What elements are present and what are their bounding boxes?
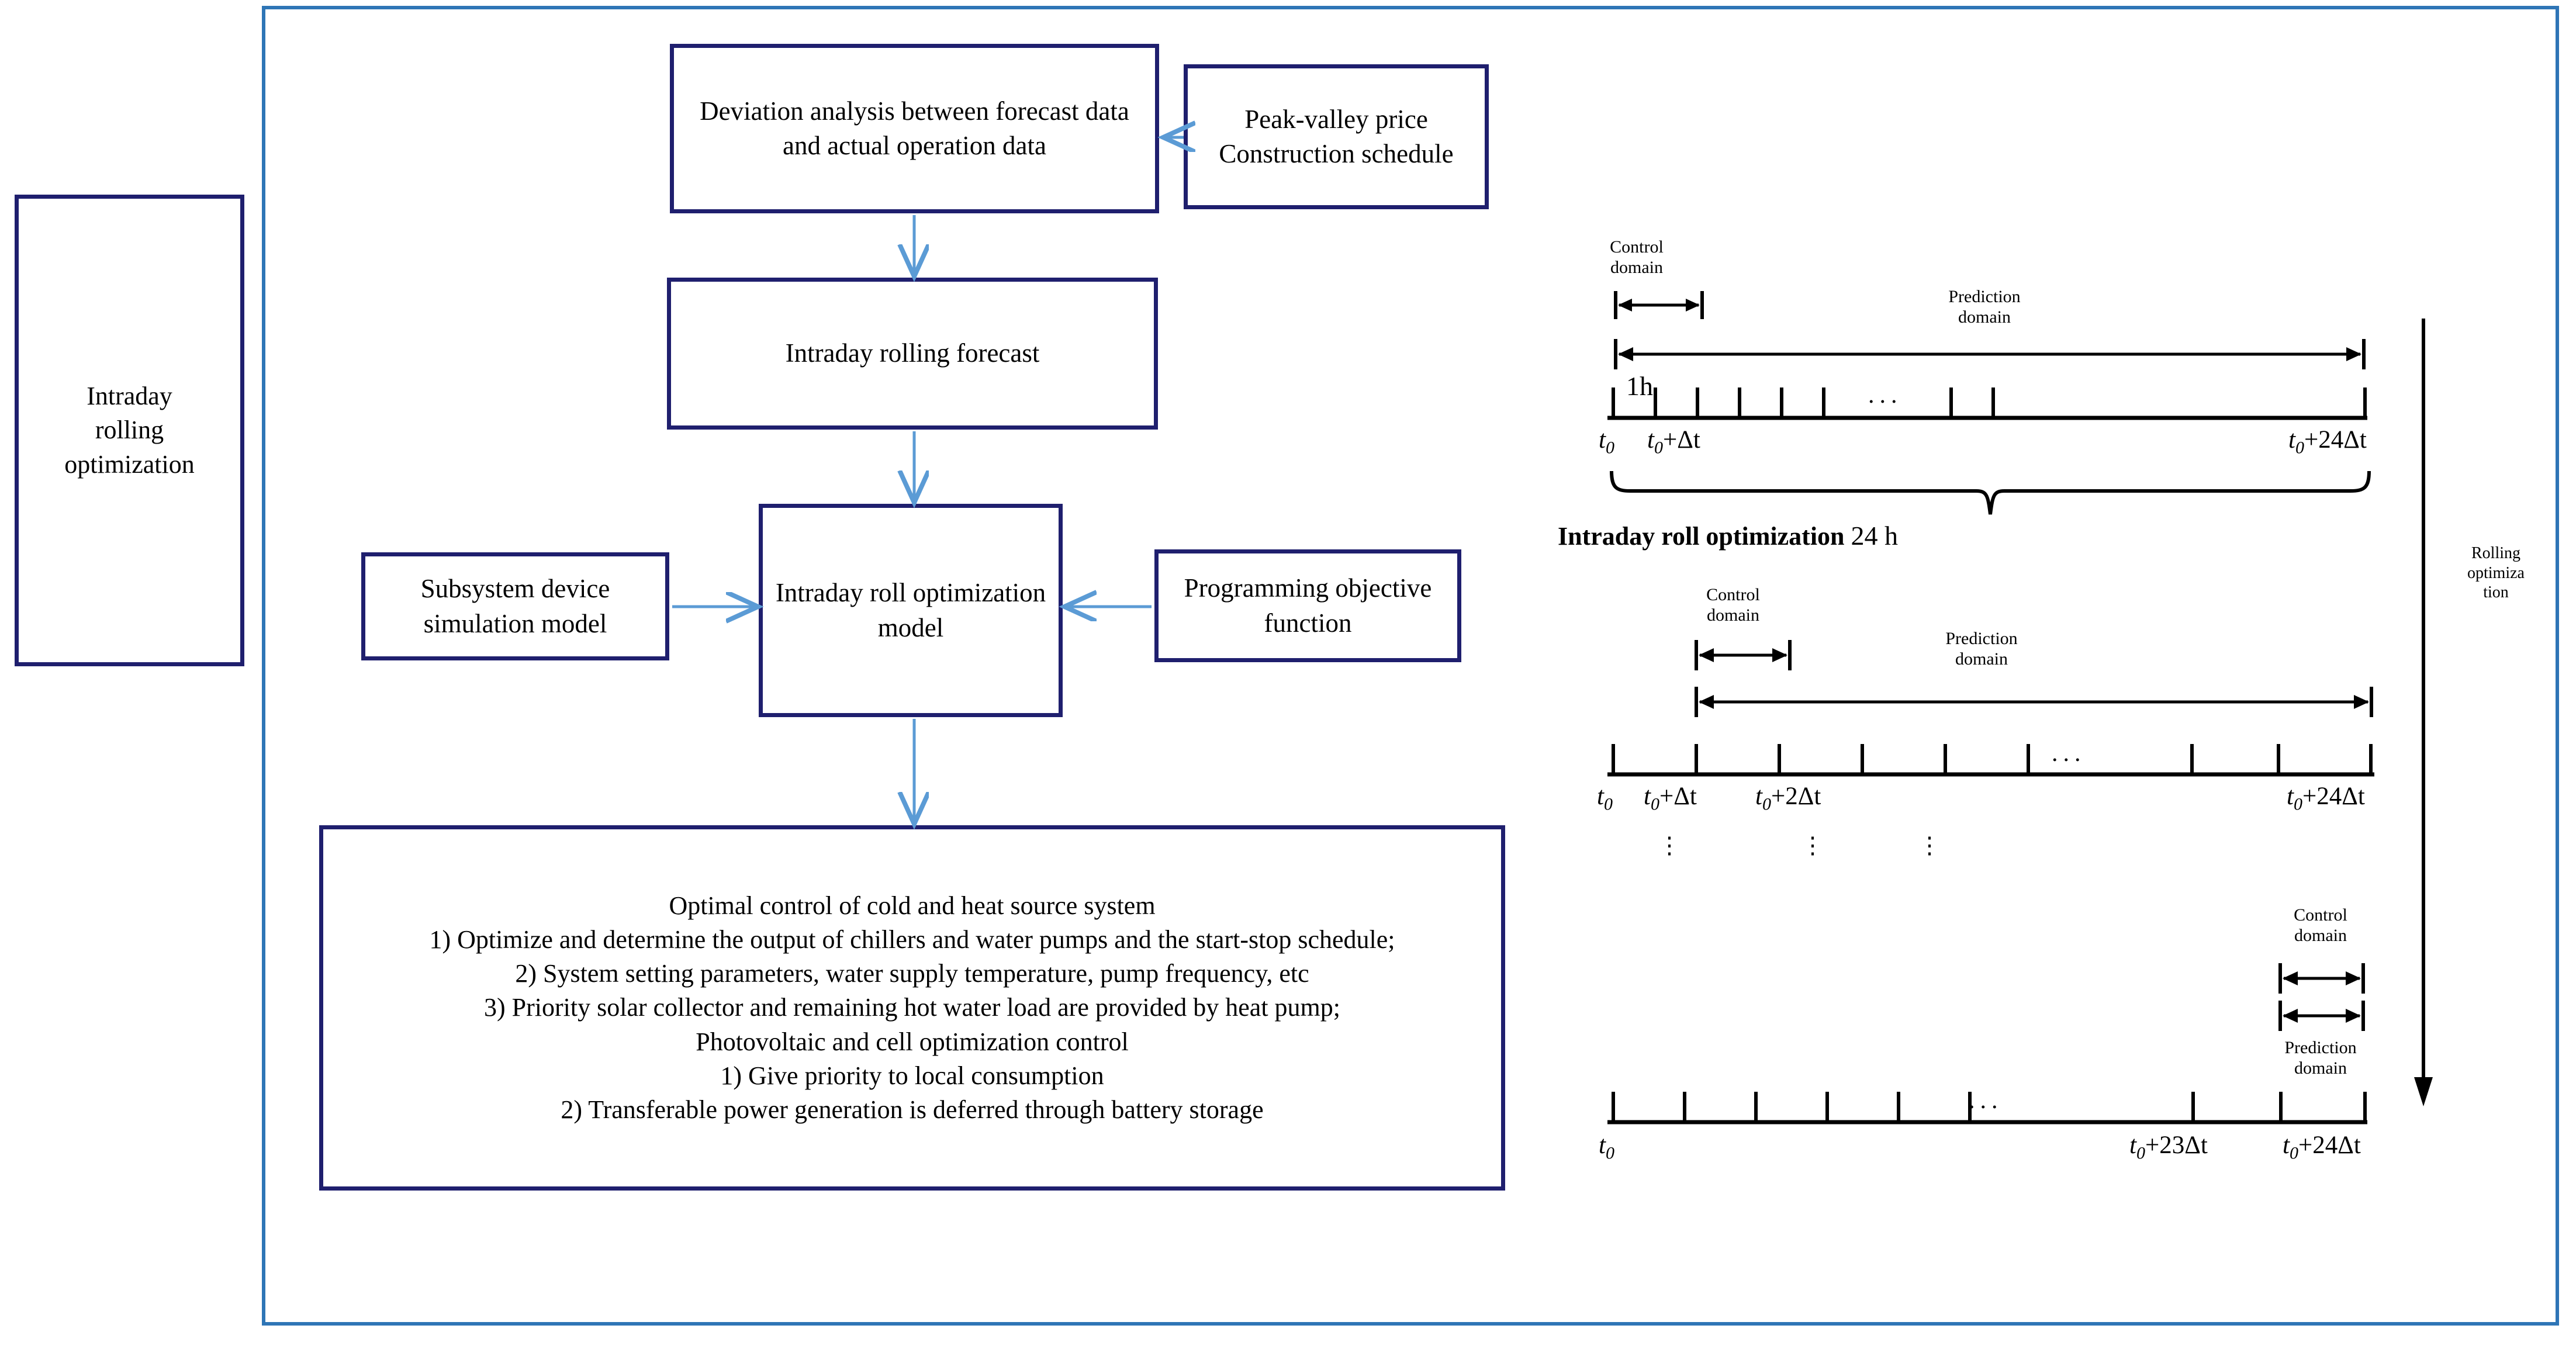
row1-step-label: 1h (1626, 371, 1653, 401)
row2-prediction-domain-bracket (1695, 687, 2373, 717)
row3-prediction-domain-label: Prediction domain (2284, 1038, 2357, 1078)
optimal-control-line: Optimal control of cold and heat source … (669, 891, 1156, 921)
row1-control-domain-label: Control domain (1610, 237, 1664, 278)
vertical-ellipsis-right: ⋮ (1918, 832, 1941, 859)
optimal-control-line: 2) System setting parameters, water supp… (515, 959, 1309, 988)
optimal-control-line: 1) Give priority to local consumption (720, 1061, 1104, 1090)
outer-diagram-frame (262, 6, 2559, 1326)
box-intraday-roll-optimization-model: Intraday roll optimization model (759, 504, 1063, 717)
box-optimal-control-summary: Optimal control of cold and heat source … (319, 825, 1505, 1191)
row2-ellipsis: ... (2052, 740, 2086, 767)
box-peak-valley-label: Peak-valley price Construction schedule (1219, 104, 1454, 168)
row1-span-brace (1610, 470, 2371, 515)
row3-label-t0-plus-24dt: t0+24Δt (2283, 1132, 2361, 1163)
row2-prediction-domain-label: Prediction domain (1945, 629, 2018, 669)
box-peak-valley-price: Peak-valley price Construction schedule (1184, 64, 1489, 209)
vertical-ellipsis-middle: ⋮ (1801, 832, 1824, 859)
row2-label-t0-plus-dt: t0+Δt (1644, 783, 1697, 814)
box-programming-label: Programming objective function (1184, 573, 1432, 638)
row1-prediction-domain-bracket (1614, 339, 2366, 369)
row1-control-domain-bracket (1614, 291, 1704, 319)
row2-label-t0-plus-2dt: t0+2Δt (1755, 783, 1821, 814)
box-intraday-rolling-forecast: Intraday rolling forecast (667, 278, 1158, 430)
row1-label-t0-plus-dt: t0+Δt (1647, 426, 1700, 458)
row1-label-t0-plus-24dt: t0+24Δt (2288, 426, 2367, 458)
box-roll-model-label: Intraday roll optimization model (775, 578, 1046, 642)
row3-ellipsis: ... (1969, 1087, 2003, 1114)
row2-label-t0: t0 (1597, 783, 1613, 814)
row1-prediction-domain-label: Prediction domain (1948, 287, 2021, 327)
row3-control-domain-bracket (2278, 963, 2365, 994)
optimal-control-line: 3) Priority solar collector and remainin… (484, 993, 1340, 1022)
row3-prediction-domain-bracket (2278, 1001, 2365, 1031)
row1-label-t0: t0 (1599, 426, 1614, 458)
optimal-control-lines: Optimal control of cold and heat source … (331, 889, 1493, 1127)
row2-control-domain-label: Control domain (1706, 585, 1760, 625)
row2-control-domain-bracket (1695, 640, 1792, 670)
row3-label-t0-plus-23dt: t0+23Δt (2129, 1132, 2208, 1163)
box-programming-objective-function: Programming objective function (1154, 549, 1461, 662)
box-forecast-label: Intraday rolling forecast (785, 338, 1040, 368)
optimal-control-line: 2) Transferable power generation is defe… (561, 1095, 1264, 1124)
row3-label-t0: t0 (1599, 1132, 1614, 1163)
vertical-ellipsis-left: ⋮ (1658, 832, 1681, 859)
box-deviation-label: Deviation analysis between forecast data… (700, 96, 1129, 160)
row2-label-t0-plus-24dt: t0+24Δt (2287, 783, 2365, 814)
rolling-optimization-arrow (2414, 319, 2433, 1106)
box-subsystem-device-simulation-model: Subsystem device simulation model (361, 552, 669, 660)
row1-tick-axis (1607, 387, 2367, 420)
row3-control-domain-label: Control domain (2294, 905, 2347, 946)
box-subsystem-label: Subsystem device simulation model (420, 574, 610, 638)
row3-tick-axis (1607, 1092, 2367, 1124)
rolling-optimization-label: Rolling optimiza tion (2467, 544, 2525, 602)
optimal-control-line: 1) Optimize and determine the output of … (429, 925, 1395, 954)
row2-tick-axis (1607, 744, 2374, 777)
row1-ellipsis: ... (1868, 382, 1903, 409)
optimal-control-line: Photovoltaic and cell optimization contr… (696, 1027, 1129, 1056)
row1-brace-caption: Intraday roll optimization 24 h (1558, 521, 1899, 551)
box-deviation-analysis: Deviation analysis between forecast data… (670, 44, 1159, 213)
